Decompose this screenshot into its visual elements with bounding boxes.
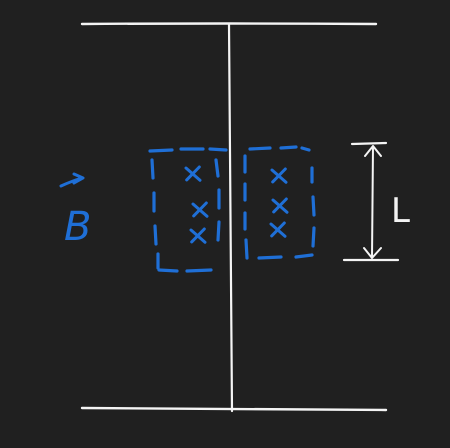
length-arrow xyxy=(363,145,382,259)
x-mark-left-1 xyxy=(184,165,202,182)
field-label-b: B xyxy=(64,204,91,250)
field-x-marks xyxy=(184,165,289,244)
field-region-left xyxy=(148,147,228,273)
bottom-bar xyxy=(80,406,388,412)
x-mark-right-3 xyxy=(269,221,287,238)
field-region-right xyxy=(243,145,316,260)
length-label: L xyxy=(391,191,410,231)
x-mark-right-1 xyxy=(270,167,288,184)
x-mark-right-2 xyxy=(271,197,289,214)
vector-arrow xyxy=(59,172,85,188)
x-mark-left-3 xyxy=(189,227,207,244)
vertical-rod xyxy=(227,22,234,413)
length-tick-top xyxy=(350,141,388,146)
x-mark-left-2 xyxy=(191,201,209,218)
